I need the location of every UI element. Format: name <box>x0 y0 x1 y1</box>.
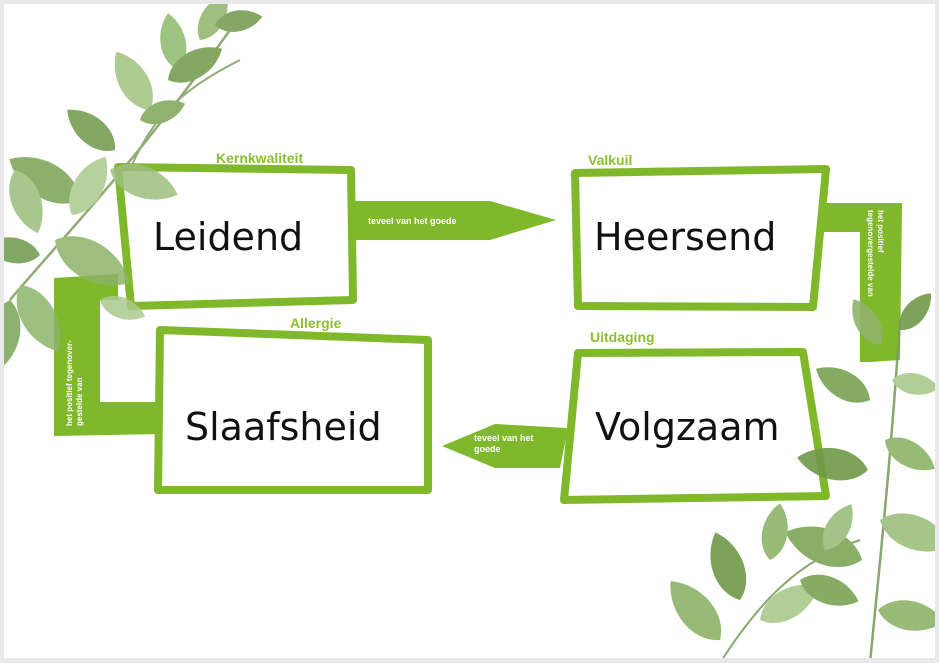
arrow-kernkwaliteit-to-valkuil: teveel van het goede <box>348 201 556 240</box>
eucalyptus-leaves-icon <box>657 286 939 663</box>
arrow-right-text-2: tegenovergestelde van <box>866 210 875 297</box>
word-heersend: Heersend <box>594 215 776 259</box>
box-allergie: Allergie Slaafsheid <box>154 315 432 494</box>
arrow-left-text-2: gestelde van <box>75 377 84 426</box>
arrow-left-text-1: het positief tegenover- <box>65 340 74 426</box>
eucalyptus-leaves-icon <box>0 0 265 374</box>
box-kernkwaliteit: Kernkwaliteit Leidend <box>114 150 357 310</box>
arrow-bottom-text-2: goede <box>474 444 501 454</box>
word-leidend: Leidend <box>153 215 303 259</box>
word-slaafsheid: Slaafsheid <box>185 405 382 449</box>
label-uitdaging: Uitdaging <box>590 329 655 345</box>
arrow-allergie-to-kernkwaliteit: het positief tegenover- gestelde van <box>54 274 160 436</box>
word-volgzaam: Volgzaam <box>595 405 780 449</box>
arrow-valkuil-to-uitdaging: het positief tegenovergestelde van <box>820 203 902 362</box>
arrow-top-text: teveel van het goede <box>368 216 457 226</box>
box-valkuil: Valkuil Heersend <box>571 152 830 311</box>
label-kernkwaliteit: Kernkwaliteit <box>216 150 303 166</box>
box-uitdaging: Uitdaging Volgzaam <box>560 329 830 504</box>
label-valkuil: Valkuil <box>588 152 632 168</box>
arrow-bottom-text-1: teveel van het <box>474 433 534 443</box>
arrow-uitdaging-to-allergie: teveel van het goede <box>442 424 568 468</box>
label-allergie: Allergie <box>290 315 342 331</box>
arrow-right-text-1: het positief <box>876 210 885 253</box>
